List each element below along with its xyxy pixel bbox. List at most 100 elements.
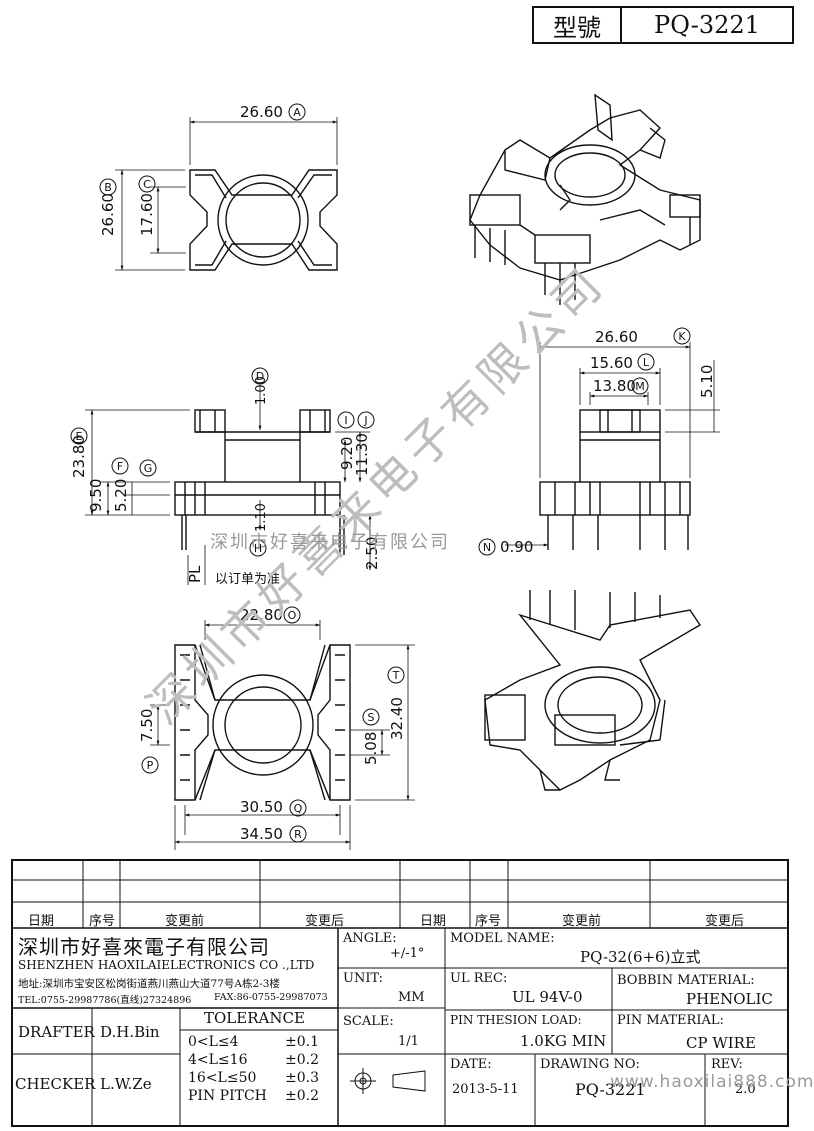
dim-r: 34.50 <box>240 825 283 843</box>
pin-material-value: CP WIRE <box>686 1034 756 1052</box>
marker-p-label: P <box>147 759 154 772</box>
dim-h: 1.10 <box>254 503 269 532</box>
date-value: 2013-5-11 <box>452 1082 519 1097</box>
marker-j: J <box>357 411 375 429</box>
marker-r-label: R <box>294 828 302 841</box>
company-name-cn: 深圳市好喜來電子有限公司 <box>18 935 270 959</box>
marker-n: N <box>478 538 496 556</box>
rev-header-before-1: 变更前 <box>165 914 205 929</box>
isometric-view-top <box>469 93 701 305</box>
rev-header-before-2: 变更前 <box>562 914 602 929</box>
marker-t: T <box>387 666 405 684</box>
watermark-url: www.haoxilai888.com <box>610 1072 814 1092</box>
marker-o: O <box>283 606 301 624</box>
scale-label: SCALE: <box>343 1014 394 1029</box>
dim-b: 26.60 <box>99 193 117 236</box>
front-view <box>174 409 345 555</box>
tolerance-range-1: 0<L≤4 <box>188 1034 239 1050</box>
marker-c: C <box>138 175 156 193</box>
dim-g: 5.20 <box>112 479 130 512</box>
dim-m: 13.80 <box>593 377 636 395</box>
marker-k: K <box>673 327 691 345</box>
tolerance-value-2: ±0.2 <box>285 1052 319 1068</box>
dim-pin-length: 2.50 <box>363 537 381 570</box>
marker-q: Q <box>289 799 307 817</box>
marker-e-label: E <box>76 430 83 443</box>
model-name-label: MODEL NAME: <box>450 931 555 946</box>
bottom-view <box>174 644 351 801</box>
tolerance-value-4: ±0.2 <box>285 1088 319 1104</box>
order-note: 以订单为准 <box>215 572 280 587</box>
rev-header-after-1: 变更后 <box>305 914 345 929</box>
drawing-no-label: DRAWING NO: <box>540 1057 640 1072</box>
tolerance-value-3: ±0.3 <box>285 1070 319 1086</box>
rev-header-no-2: 序号 <box>475 914 502 929</box>
unit-value: MM <box>398 990 425 1005</box>
marker-f-label: F <box>117 460 123 473</box>
isometric-view-bottom <box>484 590 701 791</box>
rev-header-date-1: 日期 <box>28 914 55 929</box>
dim-j: 11.30 <box>353 433 371 476</box>
model-label: 型號 <box>534 8 622 42</box>
unit-label: UNIT: <box>343 971 384 986</box>
dim-side: 5.10 <box>698 365 716 398</box>
checker-value: L.W.Ze <box>100 1075 152 1093</box>
marker-r: R <box>289 825 307 843</box>
marker-j-label: J <box>363 414 367 427</box>
tolerance-title: TOLERANCE <box>204 1009 305 1027</box>
marker-m-label: M <box>635 380 645 393</box>
dim-pl: PL <box>186 565 204 583</box>
scale-value: 1/1 <box>398 1034 419 1049</box>
pin-load-value: 1.0KG MIN <box>520 1032 607 1050</box>
marker-b: B <box>99 178 117 196</box>
marker-i-label: I <box>344 414 347 427</box>
marker-c-label: C <box>143 178 151 191</box>
dim-k: 26.60 <box>595 328 638 346</box>
tolerance-value-1: ±0.1 <box>285 1034 319 1050</box>
checker-label: CHECKER <box>15 1075 96 1093</box>
ul-rec-value: UL 94V-0 <box>512 988 583 1006</box>
rev-label: REV: <box>711 1057 743 1072</box>
drafter-label: DRAFTER <box>18 1023 95 1041</box>
side-view <box>539 409 691 550</box>
marker-t-label: T <box>392 669 400 682</box>
bobbin-material-value: PHENOLIC <box>686 990 773 1008</box>
angle-value: +/-1° <box>390 946 425 961</box>
model-title-box: 型號 PQ-3221 <box>532 6 794 44</box>
tolerance-range-2: 4<L≤16 <box>188 1052 248 1068</box>
marker-g-label: G <box>144 462 153 475</box>
dimension-markers: A B C D E F G H I J K L M N O P Q R S T <box>70 103 691 843</box>
marker-h: H <box>249 539 267 557</box>
pin-material-label: PIN MATERIAL: <box>617 1013 724 1028</box>
marker-d-label: D <box>256 370 264 383</box>
company-name-en: SHENZHEN HAOXILAIELECTRONICS CO .,LTD <box>18 958 315 972</box>
ul-rec-label: UL REC: <box>450 971 508 986</box>
dim-t: 32.40 <box>388 697 406 740</box>
watermark-overlay: 深圳市好喜来电子有限公司 <box>210 532 450 553</box>
marker-g: G <box>139 459 157 477</box>
marker-h-label: H <box>254 542 262 555</box>
dim-a: 26.60 <box>240 103 283 121</box>
bobbin-material-label: BOBBIN MATERIAL: <box>617 973 755 988</box>
technical-drawing: 26.60 26.60 17.60 1.00 23.80 9.50 5.20 1… <box>70 93 720 850</box>
dim-p: 7.50 <box>138 709 156 742</box>
drafter-value: D.H.Bin <box>100 1023 160 1041</box>
marker-q-label: Q <box>294 802 303 815</box>
date-label: DATE: <box>450 1057 492 1072</box>
dim-s: 5.08 <box>362 732 380 765</box>
rev-value: 2.0 <box>735 1082 756 1097</box>
angle-label: ANGLE: <box>343 931 397 946</box>
marker-a-label: A <box>293 106 301 119</box>
dim-f: 9.50 <box>87 479 105 512</box>
marker-b-label: B <box>104 181 112 194</box>
rev-header-after-2: 变更后 <box>705 914 745 929</box>
marker-d: D <box>251 367 269 385</box>
top-view <box>189 169 338 271</box>
title-block-grid <box>11 859 789 1127</box>
dim-c: 17.60 <box>138 193 156 236</box>
marker-e: E <box>70 427 88 445</box>
model-name-value: PQ-32(6+6)立式 <box>580 948 701 966</box>
marker-n-label: N <box>483 541 491 554</box>
company-tel: TEL:0755-29987786(直线)27324896 <box>18 995 192 1006</box>
marker-p: P <box>141 756 159 774</box>
